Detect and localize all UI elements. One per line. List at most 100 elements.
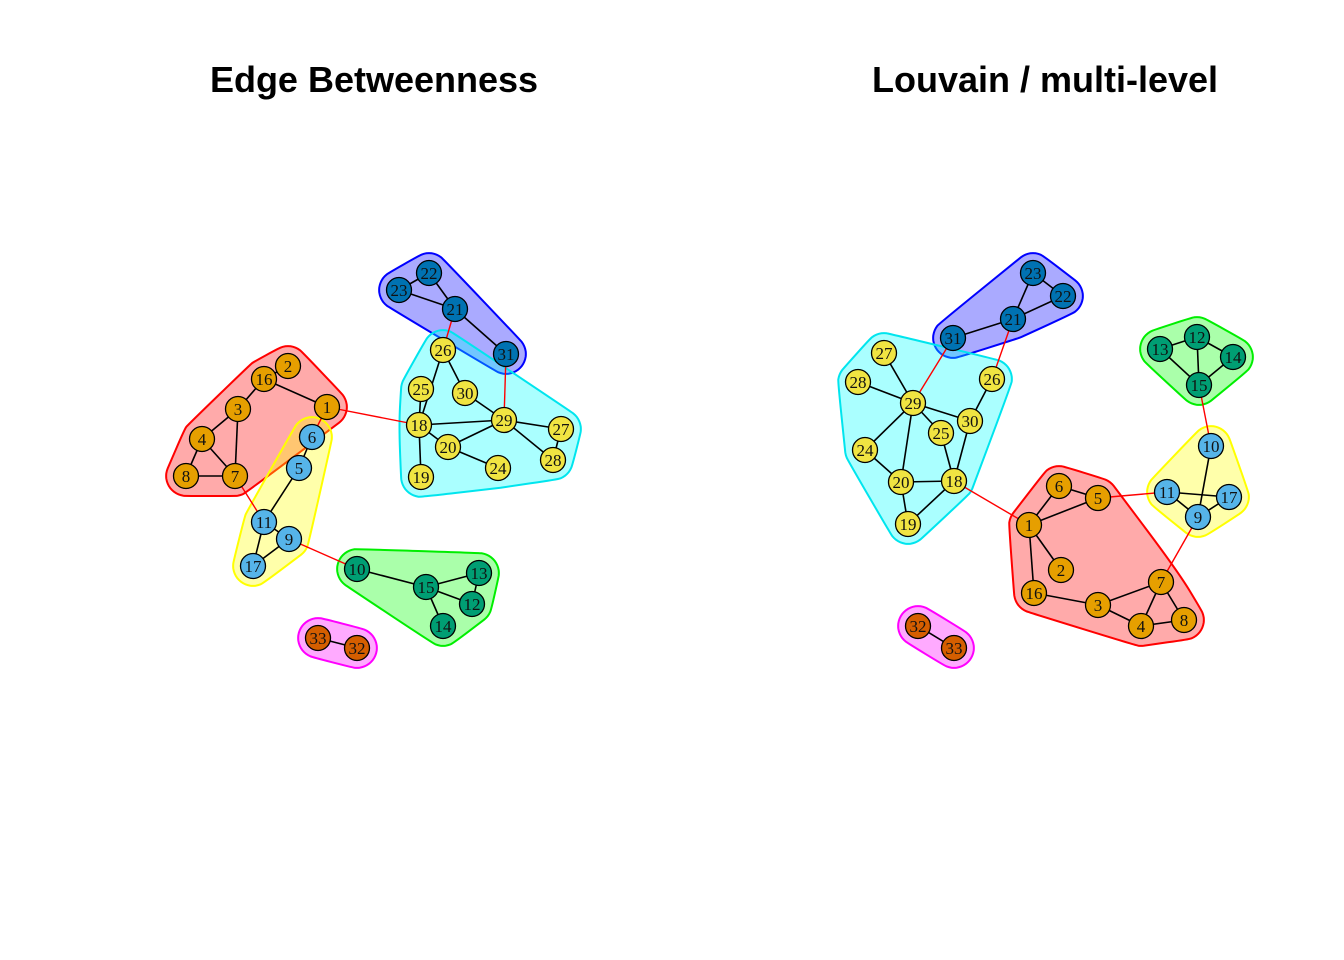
node-label: 7 — [231, 467, 240, 486]
node-circle — [484, 454, 512, 482]
node-label: 25 — [413, 380, 430, 399]
node-circle — [1153, 478, 1181, 506]
graph-node-17: 17 — [1215, 483, 1243, 511]
node-label: 29 — [905, 394, 922, 413]
node-label: 32 — [910, 617, 927, 636]
graph-node-12: 12 — [1183, 323, 1211, 351]
node-label: 19 — [900, 515, 917, 534]
graph-node-6: 6 — [1045, 472, 1073, 500]
node-label: 15 — [418, 578, 435, 597]
node-circle — [343, 634, 371, 662]
graph-node-24: 24 — [851, 436, 879, 464]
node-circle — [1146, 335, 1174, 363]
node-label: 17 — [245, 557, 263, 576]
graph-node-5: 5 — [1084, 484, 1112, 512]
graph-node-26: 26 — [429, 336, 457, 364]
node-circle — [956, 407, 984, 435]
node-circle — [1084, 591, 1112, 619]
graph-node-23: 23 — [1019, 259, 1047, 287]
node-label: 7 — [1157, 573, 1166, 592]
graph-node-1: 1 — [1015, 511, 1043, 539]
graph-node-20: 20 — [434, 433, 462, 461]
node-circle — [851, 436, 879, 464]
node-label: 28 — [545, 451, 562, 470]
graph-node-33: 33 — [940, 634, 968, 662]
node-circle — [899, 389, 927, 417]
node-label: 18 — [946, 472, 963, 491]
node-label: 18 — [411, 416, 428, 435]
graph-node-25: 25 — [407, 375, 435, 403]
graph-node-7: 7 — [1147, 568, 1175, 596]
node-circle — [547, 415, 575, 443]
node-label: 2 — [1057, 561, 1066, 580]
node-circle — [188, 425, 216, 453]
graph-node-22: 22 — [415, 259, 443, 287]
node-label: 5 — [1094, 489, 1103, 508]
node-circle — [870, 339, 898, 367]
node-label: 11 — [1159, 483, 1175, 502]
node-label: 19 — [413, 468, 430, 487]
graph-node-24: 24 — [484, 454, 512, 482]
community-hull-cyan — [837, 332, 1013, 545]
node-circle — [250, 365, 278, 393]
graph-node-18: 18 — [405, 411, 433, 439]
intra-community-edge — [418, 419, 505, 426]
node-label: 28 — [850, 373, 867, 392]
inter-community-edge — [326, 406, 420, 426]
graph-node-18: 18 — [940, 467, 968, 495]
node-circle — [407, 463, 435, 491]
node-label: 21 — [447, 300, 464, 319]
node-circle — [894, 510, 922, 538]
node-circle — [490, 406, 518, 434]
graph-node-30: 30 — [956, 407, 984, 435]
node-label: 25 — [933, 424, 950, 443]
panel-title-louvain: Louvain / multi-level — [872, 59, 1218, 100]
node-label: 13 — [471, 564, 488, 583]
node-label: 12 — [1189, 328, 1206, 347]
node-label: 16 — [1026, 584, 1043, 603]
node-label: 12 — [464, 595, 481, 614]
graph-node-14: 14 — [1219, 343, 1247, 371]
node-label: 23 — [391, 281, 408, 300]
node-label: 14 — [435, 617, 453, 636]
node-label: 6 — [308, 428, 317, 447]
community-hull-red — [1008, 465, 1205, 647]
community-hull-green — [336, 548, 500, 647]
node-circle — [224, 395, 252, 423]
node-label: 1 — [323, 398, 332, 417]
graph-node-9: 9 — [275, 525, 303, 553]
node-circle — [1019, 259, 1047, 287]
graph-node-19: 19 — [894, 510, 922, 538]
node-circle — [385, 276, 413, 304]
graph-node-28: 28 — [844, 368, 872, 396]
node-label: 6 — [1055, 477, 1064, 496]
graph-node-20: 20 — [887, 468, 915, 496]
graph-node-8: 8 — [172, 462, 200, 490]
graph-node-27: 27 — [870, 339, 898, 367]
node-label: 30 — [457, 384, 474, 403]
node-label: 8 — [1180, 611, 1189, 630]
node-label: 10 — [1203, 437, 1220, 456]
node-circle — [441, 295, 469, 323]
node-circle — [539, 446, 567, 474]
node-circle — [1015, 511, 1043, 539]
node-circle — [451, 379, 479, 407]
node-label: 9 — [1194, 508, 1203, 527]
graph-node-32: 32 — [904, 612, 932, 640]
node-circle — [412, 573, 440, 601]
node-circle — [999, 305, 1027, 333]
graph-node-12: 12 — [458, 590, 486, 618]
node-label: 11 — [256, 513, 272, 532]
node-label: 3 — [1094, 596, 1103, 615]
node-circle — [1049, 282, 1077, 310]
community-hulls — [165, 252, 582, 669]
node-circle — [465, 559, 493, 587]
graph-node-22: 22 — [1049, 282, 1077, 310]
node-circle — [887, 468, 915, 496]
node-circle — [343, 555, 371, 583]
graph-node-19: 19 — [407, 463, 435, 491]
node-circle — [1215, 483, 1243, 511]
graph-node-31: 31 — [492, 340, 520, 368]
